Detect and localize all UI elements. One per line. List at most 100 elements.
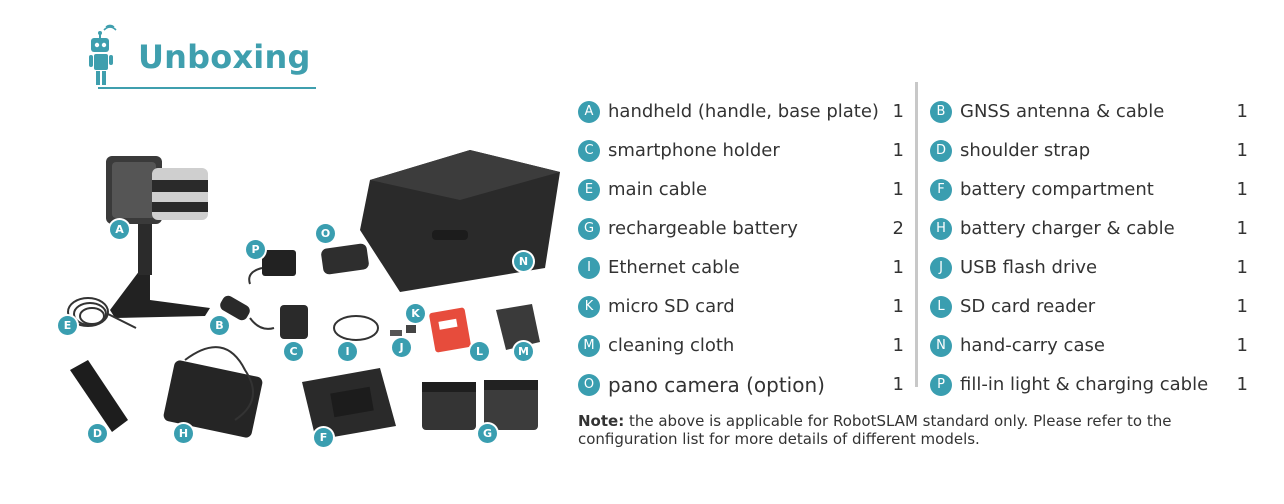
product-illustration [67,150,560,440]
cleaning-cloth [496,304,540,350]
item-quantity: 1 [892,140,904,161]
item-name: SD card reader [960,296,1096,317]
item-name: rechargeable battery [608,218,798,239]
list-item: N hand-carry case 1 [930,326,1248,365]
item-name: handheld (handle, base plate) [608,101,879,122]
item-quantity: 1 [1236,257,1248,278]
item-name: GNSS antenna & cable [960,101,1165,122]
item-quantity: 1 [1236,179,1248,200]
label-P: P [246,240,265,259]
title-underline [98,87,316,89]
handheld-device [106,156,210,318]
label-M: M [514,342,533,361]
item-name: cleaning cloth [608,335,735,356]
hand-carry-case [360,150,560,292]
label-J: J [392,338,411,357]
item-letter-badge: B [930,100,952,123]
product-photo: A B C D E F G H I J K L M N O P [40,120,560,460]
micro-sd-card [406,325,416,333]
list-item: A handheld (handle, base plate) 1 [578,92,908,131]
list-item: H battery charger & cable 1 [930,209,1248,248]
item-name: battery compartment [960,179,1154,200]
item-name: micro SD card [608,296,735,317]
list-item: D shoulder strap 1 [930,131,1248,170]
item-letter-badge: F [930,178,952,201]
list-item: M cleaning cloth 1 [578,326,908,365]
usb-flash-drive [390,330,402,336]
item-name: hand-carry case [960,335,1105,356]
item-letter-badge: N [930,334,952,357]
battery-compartment [302,368,396,440]
item-letter-badge: A [578,100,600,123]
parts-column-right: B GNSS antenna & cable 1 D shoulder stra… [930,92,1248,404]
item-quantity: 1 [1236,218,1248,239]
item-quantity: 1 [1236,296,1248,317]
item-letter-badge: M [578,334,600,357]
label-D: D [88,424,107,443]
fill-in-light [262,250,296,276]
note-label: Note: [578,412,625,430]
item-letter-badge: C [578,139,600,162]
item-name: shoulder strap [960,140,1091,161]
list-item: C smartphone holder 1 [578,131,908,170]
battery-charger [163,346,263,438]
list-item: J USB flash drive 1 [930,248,1248,287]
item-quantity: 1 [1236,101,1248,122]
item-quantity: 1 [1236,335,1248,356]
battery-2 [484,380,538,430]
page-title: Unboxing [138,38,311,76]
label-K: K [406,304,425,323]
column-divider [915,82,918,387]
item-name: fill-in light & charging cable [960,374,1209,395]
main-cable-coil [67,297,137,329]
item-letter-badge: H [930,217,952,240]
list-item: G rechargeable battery 2 [578,209,908,248]
gnss-antenna [220,295,275,330]
list-item: L SD card reader 1 [930,287,1248,326]
smartphone-holder [280,305,308,339]
label-A: A [110,220,129,239]
item-letter-badge: D [930,139,952,162]
header: Unboxing [88,24,318,92]
item-name: smartphone holder [608,140,780,161]
label-E: E [58,316,77,335]
item-quantity: 1 [1236,374,1248,395]
list-item: K micro SD card 1 [578,287,908,326]
parts-list: A handheld (handle, base plate) 1 C smar… [578,82,1258,404]
sd-card-reader [429,307,471,353]
label-C: C [284,342,303,361]
list-item: P fill-in light & charging cable 1 [930,365,1248,404]
label-O: O [316,224,335,243]
shoulder-strap [70,360,128,432]
list-item: E main cable 1 [578,170,908,209]
item-quantity: 1 [892,296,904,317]
item-quantity: 2 [892,218,904,239]
battery-1 [422,382,476,430]
item-letter-badge: I [578,256,600,279]
item-name: pano camera (option) [608,372,825,397]
list-item: F battery compartment 1 [930,170,1248,209]
note-text: Note: the above is applicable for RobotS… [578,412,1238,448]
item-quantity: 1 [892,335,904,356]
list-item: B GNSS antenna & cable 1 [930,92,1248,131]
item-quantity: 1 [892,257,904,278]
item-name: main cable [608,179,708,200]
item-quantity: 1 [892,374,904,395]
item-quantity: 1 [892,179,904,200]
label-B: B [210,316,229,335]
item-letter-badge: K [578,295,600,318]
item-letter-badge: P [930,373,952,396]
item-letter-badge: E [578,178,600,201]
item-quantity: 1 [892,101,904,122]
label-I: I [338,342,357,361]
pano-camera [321,243,369,275]
list-item: O pano camera (option) 1 [578,365,908,404]
label-F: F [314,428,333,447]
item-letter-badge: G [578,217,600,240]
item-quantity: 1 [1236,140,1248,161]
label-G: G [478,424,497,443]
item-name: battery charger & cable [960,218,1175,239]
robot-icon [89,24,117,85]
note-body: the above is applicable for RobotSLAM st… [578,412,1172,448]
list-item: I Ethernet cable 1 [578,248,908,287]
